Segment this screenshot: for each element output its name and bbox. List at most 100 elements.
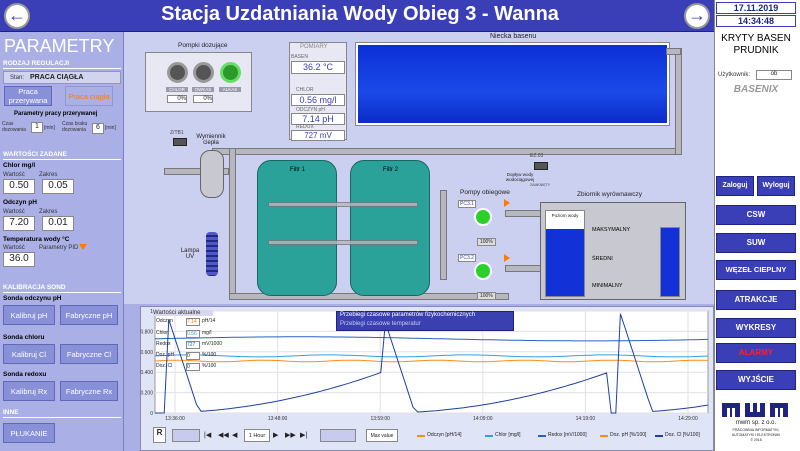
pump-alkas-label: ALKAS [219,87,241,92]
chlorine-range-input[interactable]: 0.05 [42,179,74,194]
temp-tag: BASEN [291,54,308,60]
redox-probe-label: Sonda redoxu [3,371,47,378]
valve2-icon[interactable] [534,162,548,170]
state-field: Stan: PRACA CIĄGŁA [3,71,121,84]
chlorine-range-label: Zakres [39,172,58,178]
factory-cl-button[interactable]: Fabryczne Cl [60,344,118,364]
first-page-icon[interactable]: |◀ [204,432,212,439]
menu-temperatures[interactable]: Przebiegi czasowe temperatur [340,321,421,327]
state-value: PRACA CIĄGŁA [30,74,84,81]
current-values-table: Odczyn 7.14 pH/14 Chlor 0.56 mg/l Redox … [156,318,222,372]
chlorine-setpoint-input[interactable]: 0.50 [3,179,35,194]
back-arrow-icon[interactable]: ← [4,3,30,29]
circulation-pumps-title: Pompy obiegowe [460,189,510,196]
temperature-value-label: Wartość [3,245,25,251]
x-tick-label: 13:59:00 [370,416,390,422]
measurements-title: POMIARY [300,44,328,50]
time-field-2[interactable] [320,429,356,442]
nav-attractions-button[interactable]: ATRAKCJE [716,290,796,310]
prev-page-icon[interactable]: ◀◀ [218,432,229,439]
calibrate-cl-button[interactable]: Kalibruj Cl [3,344,55,364]
temperature-label: Temperatura wody °C [3,236,70,243]
nav-heat-node-button[interactable]: WĘZEŁ CIEPLNY [716,260,796,280]
row-cl-value: 0.56 [186,330,200,338]
basin-title: Niecka basenu [490,33,537,40]
basenix-logo: BASENIX [733,84,779,95]
interrupted-params-label: Parametry pracy przerywanej [14,111,98,117]
circ-pump2-icon[interactable] [474,262,492,280]
ph-range-input[interactable]: 0.01 [42,216,74,231]
circ-pump1-icon[interactable] [474,208,492,226]
basin-water[interactable] [358,45,667,123]
parameters-title: PARAMETRY [4,36,115,56]
pause-time-input[interactable]: 6 [92,123,104,134]
row-ph-unit: pH/14 [202,318,216,324]
uv-lamp-icon[interactable] [206,232,218,276]
max-value-button[interactable]: Max value [366,429,398,442]
reset-button[interactable]: R [153,427,166,443]
flush-button[interactable]: PŁUKANIE [3,423,55,443]
heat-exchanger-icon[interactable] [200,150,224,198]
pump-chlor-icon[interactable] [167,62,188,83]
filter-manifold-bottom [268,240,418,245]
dosing-time-input[interactable]: 1 [31,122,43,133]
pump-chlor-percent: 0% [167,95,187,103]
nav-csw-button[interactable]: CSW [716,205,796,225]
tank-title: Zbiornik wyrównawczy [577,191,643,198]
logout-button[interactable]: Wyloguj [757,176,795,196]
mwm-logo [720,400,790,418]
temp-reading: 36.2 °C [291,61,345,74]
pool-name: KRYTY BASEN PRUDNIK [721,33,791,56]
set-values-section: WARTOŚCI ZADANE [3,151,121,160]
calibrate-rx-button[interactable]: Kalibruj Rx [3,381,55,401]
nav-exit-button[interactable]: WYJŚCIE [716,370,796,390]
x-tick-label: 13:36:00 [165,416,185,422]
chart-legend: Odczyn [pH/14] Chlor [mg/l] Redox [mV/10… [415,432,710,444]
valve1-icon[interactable] [173,138,187,146]
ph-setpoint-input[interactable]: 7.20 [3,216,35,231]
rx-tag: REDOX [296,124,314,130]
factory-rx-button[interactable]: Fabryczne Rx [60,381,118,401]
nav-alarms-button[interactable]: ALARMY [716,343,796,363]
forward-arrow-icon[interactable]: → [684,3,710,29]
nav-charts-button[interactable]: WYKRESY [716,318,796,338]
nav-suw-button[interactable]: SUW [716,233,796,253]
pump-alkas-icon[interactable] [220,62,241,83]
dosing-pumps-title: Pompki dozujące [178,42,228,49]
period-select[interactable]: 1 Hour [244,429,270,442]
temperature-setpoint-input[interactable]: 36.0 [3,252,35,267]
factory-ph-button[interactable]: Fabryczne pH [60,305,118,325]
pump-owkas-icon[interactable] [193,62,214,83]
filter2-tank[interactable] [350,160,430,296]
water-level-label: Poziom wody [551,213,579,218]
page-title: Stacja Uzdatniania Wody Obieg 3 - Wanna [161,3,559,25]
pid-dropdown-icon[interactable] [79,244,87,250]
filter1-tank[interactable] [257,160,337,296]
main-pipe [212,148,682,155]
row-rx-value: 727 [186,341,200,349]
y-tick-label: 0.800 [140,329,153,335]
pump2-arrow-icon [504,254,510,262]
water-level-fill [546,229,584,296]
interrupted-mode-button[interactable]: Praca przerywana [4,86,52,106]
legend-ph-swatch [417,435,425,437]
ph-value-label: Wartość [3,209,25,215]
next-page-icon[interactable]: ▶▶ [285,432,296,439]
menu-phys-chem[interactable]: Przebiegi czasowe parametrów fizykochemi… [340,312,476,318]
next-icon[interactable]: ▶ [273,432,279,439]
row-dozph-unit: %/100 [202,352,217,358]
chlorine-label: Chlor mg/l [3,162,36,169]
legend-rx-swatch [538,435,546,437]
ph-label: Odczyn pH [3,199,37,206]
calibrate-ph-button[interactable]: Kalibruj pH [3,305,55,325]
row-ph-name: Odczyn [156,318,173,324]
continuous-mode-button[interactable]: Praca ciągła [65,86,113,106]
tank-water [660,227,680,297]
login-button[interactable]: Zaloguj [716,176,754,196]
rx-reading: 727 mV [291,130,345,141]
pump-riser [440,190,447,280]
prev-icon[interactable]: ◀ [232,432,238,439]
time-field-1[interactable] [172,429,200,442]
last-page-icon[interactable]: ▶| [300,432,308,439]
inlet-pipe [164,168,229,175]
